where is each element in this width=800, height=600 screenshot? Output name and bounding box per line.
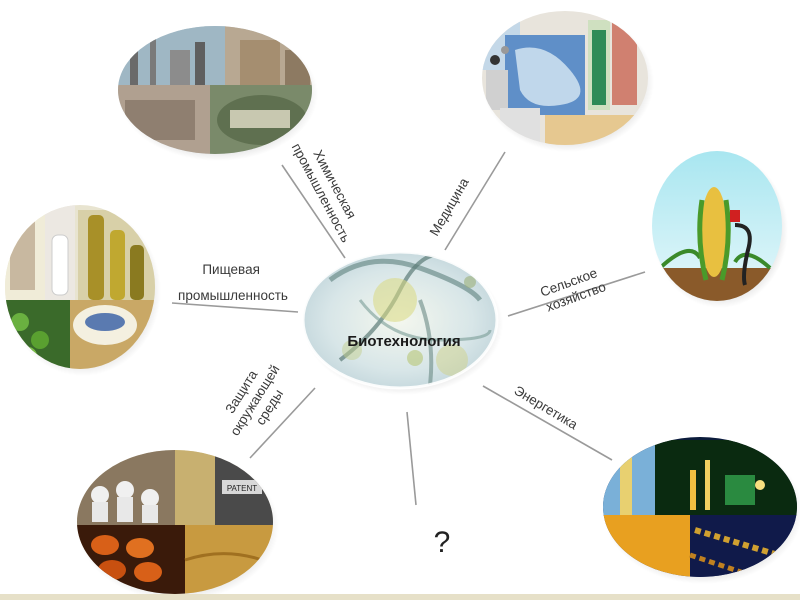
label-food-industry: Пищевая промышленность: [178, 262, 288, 303]
connector-unknown: [407, 412, 416, 505]
connector-food: [172, 303, 298, 312]
center-label: Биотехнология: [347, 333, 460, 350]
center-node: Биотехнология: [300, 250, 503, 395]
label-agriculture: Сельское хозяйство: [538, 264, 608, 315]
patent-sign: PATENT: [227, 484, 257, 493]
question-mark: ?: [434, 526, 451, 559]
label-environment: Защита окружающей среды: [214, 351, 298, 447]
label-food-line2: промышленность: [178, 288, 288, 303]
medicine-node: [480, 10, 654, 152]
environment-node: PATENT: [75, 450, 279, 600]
bottom-band: [0, 594, 800, 600]
label-medicine: Медицина: [427, 175, 472, 239]
connector-energy: [483, 386, 612, 460]
label-food-line1: Пищевая: [202, 262, 260, 277]
energy-node: [600, 435, 800, 585]
agriculture-node: [650, 150, 788, 308]
food-industry-node: [0, 200, 161, 376]
label-chemical-industry: Химическая промышленность: [289, 133, 368, 245]
chemical-industry-node: [115, 25, 318, 161]
